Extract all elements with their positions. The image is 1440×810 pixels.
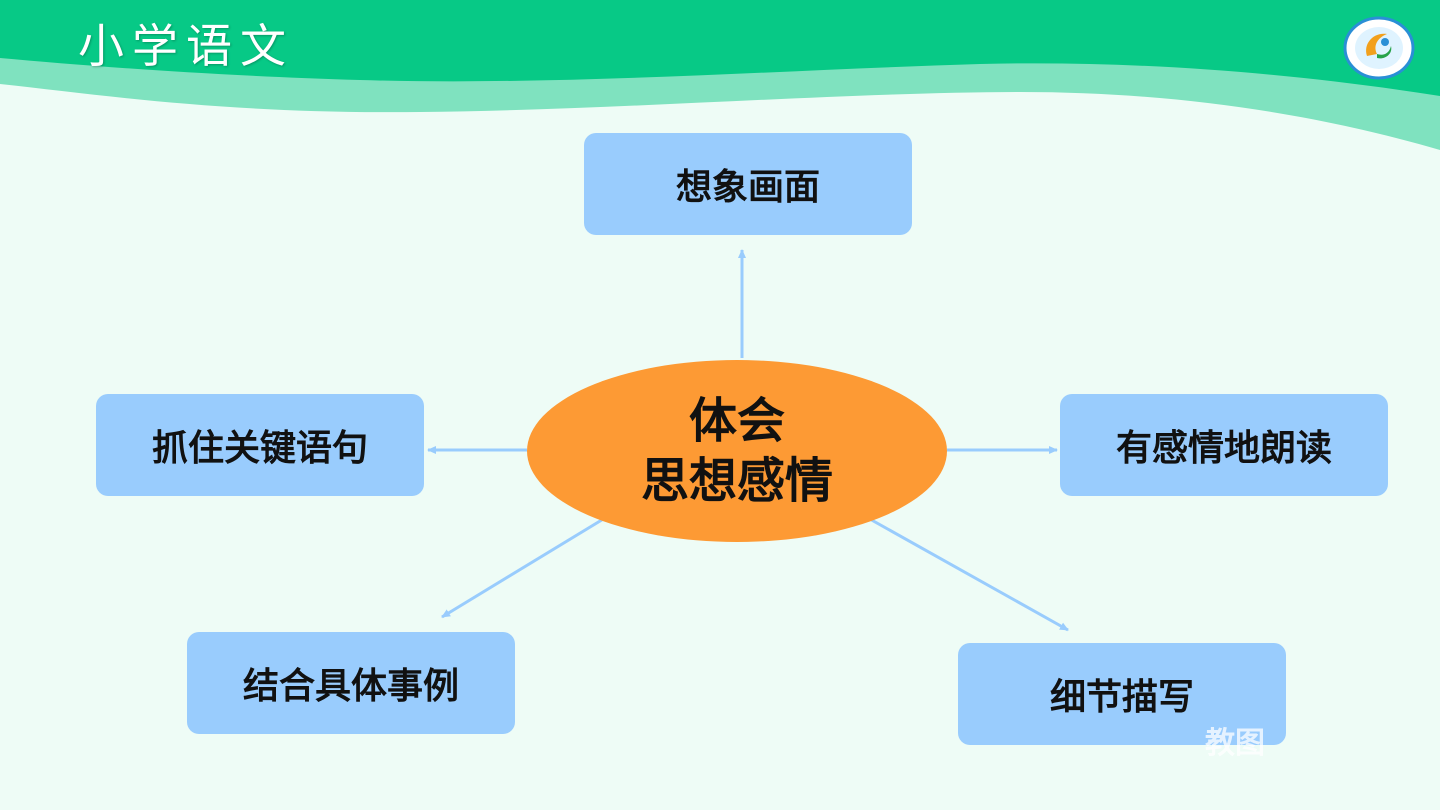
node-key-sentences: 抓住关键语句 [96,394,424,496]
center-topic-line2: 思想感情 [640,453,833,509]
arrow-to-bottom-right [867,516,1069,632]
arrow-to-bottom-left [441,516,606,619]
node-imagine-scene: 想象画面 [584,133,912,235]
node-detail-description: 细节描写 [958,643,1286,745]
school-logo [1343,16,1415,80]
center-topic-line1: 体会 [688,393,785,449]
watermark: 教图 [1205,726,1265,761]
node-concrete-examples: 结合具体事例 [187,632,515,734]
node-expressive-reading: 有感情地朗读 [1060,394,1388,496]
header-banner [0,0,1440,150]
subject-title: 小学语文 [78,19,294,73]
center-topic: 体会 思想感情 [527,360,947,542]
